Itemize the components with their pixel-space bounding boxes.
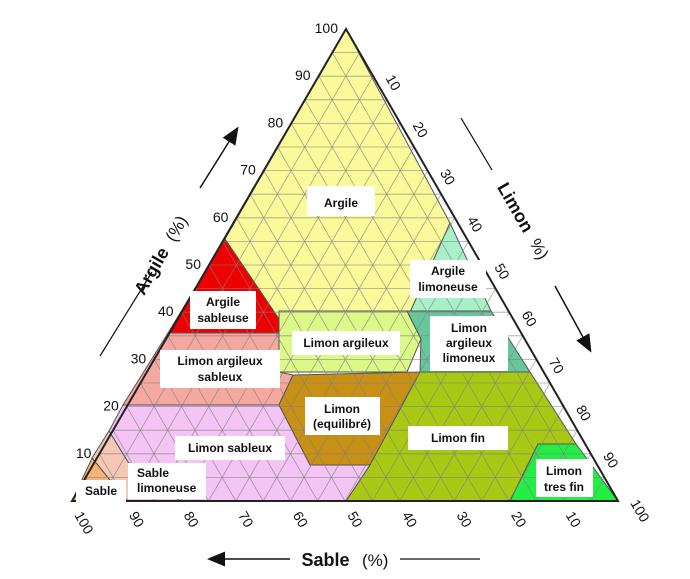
label-argile: Argile bbox=[307, 186, 375, 216]
sable-tick-labels: 100 90 80 70 60 50 40 30 20 10 bbox=[71, 509, 584, 537]
svg-text:tres fin: tres fin bbox=[544, 480, 584, 494]
limon-unit: %) bbox=[525, 235, 552, 262]
argile-tick: 30 bbox=[131, 350, 147, 366]
svg-text:Limon %): Limon %) bbox=[493, 179, 553, 263]
svg-text:Limon: Limon bbox=[451, 321, 487, 335]
label-limon-fin: Limon fin bbox=[408, 426, 508, 450]
argile-axis-line bbox=[99, 271, 153, 357]
svg-text:Sable: Sable bbox=[137, 466, 169, 480]
label-limon-argileux: Limon argileux bbox=[292, 331, 400, 355]
limon-tick: 60 bbox=[519, 308, 541, 330]
svg-text:Argile: Argile bbox=[324, 196, 358, 210]
sable-tick: 70 bbox=[235, 509, 257, 531]
argile-tick: 70 bbox=[240, 162, 256, 178]
sable-title: Sable bbox=[302, 550, 350, 570]
svg-text:argileux: argileux bbox=[446, 336, 492, 350]
argile-tick: 40 bbox=[158, 303, 174, 319]
svg-text:Limon sableux: Limon sableux bbox=[188, 441, 272, 455]
argile-tick: 90 bbox=[295, 67, 311, 83]
limon-arrow bbox=[554, 285, 592, 353]
svg-text:Argile (%): Argile (%) bbox=[130, 212, 191, 298]
label-limon-equilibre: Limon (equilibré) bbox=[305, 397, 380, 435]
argile-axis-title: Argile (%) bbox=[130, 212, 191, 298]
argile-title: Argile bbox=[130, 244, 173, 298]
argile-tick: 100 bbox=[315, 20, 339, 36]
label-sable: Sable bbox=[76, 480, 126, 502]
svg-text:(equilibré): (equilibré) bbox=[313, 417, 371, 431]
limon-tick: 70 bbox=[546, 355, 568, 377]
svg-text:Limon fin: Limon fin bbox=[431, 431, 485, 445]
argile-tick: 20 bbox=[103, 398, 119, 414]
sable-tick: 20 bbox=[508, 509, 530, 531]
sable-tick: 50 bbox=[344, 509, 366, 531]
label-limon-tres-fin: Limon tres fin bbox=[536, 459, 593, 497]
limon-tick: 50 bbox=[491, 261, 513, 283]
label-limon-argileux-limoneux: Limon argileux limoneux bbox=[430, 316, 508, 371]
sable-unit: (%) bbox=[362, 551, 388, 570]
label-limon-argileux-sableux: Limon argileux sableux bbox=[160, 350, 280, 388]
sable-tick: 10 bbox=[563, 509, 585, 531]
svg-text:Limon: Limon bbox=[546, 464, 582, 478]
sable-tick: 90 bbox=[126, 509, 148, 531]
svg-text:limoneuse: limoneuse bbox=[418, 280, 478, 294]
limon-tick: 40 bbox=[464, 213, 486, 235]
label-argile-limoneuse: Argile limoneuse bbox=[410, 260, 486, 298]
sable-tick: 100 bbox=[71, 509, 97, 537]
svg-text:limoneux: limoneux bbox=[443, 351, 496, 365]
svg-text:Argile: Argile bbox=[206, 295, 240, 309]
argile-tick: 80 bbox=[268, 114, 284, 130]
argile-tick: 10 bbox=[76, 445, 92, 461]
argile-tick: 60 bbox=[213, 209, 229, 225]
svg-text:Limon: Limon bbox=[324, 402, 360, 416]
label-limon-sableux: Limon sableux bbox=[175, 436, 285, 460]
label-argile-sableuse: Argile sableuse bbox=[190, 291, 256, 329]
limon-tick: 100 bbox=[627, 497, 653, 525]
svg-text:Argile: Argile bbox=[431, 264, 465, 278]
sable-tick: 60 bbox=[290, 509, 312, 531]
limon-tick: 10 bbox=[383, 72, 405, 94]
label-sable-limoneuse: Sable limoneuse bbox=[128, 463, 206, 499]
svg-text:Sable: Sable bbox=[85, 484, 117, 498]
argile-tick-labels: 10 20 30 40 50 60 70 80 90 100 bbox=[76, 20, 338, 461]
svg-text:Limon argileux: Limon argileux bbox=[303, 336, 389, 350]
sable-tick: 30 bbox=[454, 509, 476, 531]
argile-arrow bbox=[199, 126, 239, 189]
limon-title: Limon bbox=[493, 179, 537, 236]
limon-tick: 30 bbox=[437, 166, 459, 188]
svg-text:sableuse: sableuse bbox=[197, 311, 249, 325]
svg-text:limoneuse: limoneuse bbox=[137, 481, 197, 495]
sable-axis-title: Sable (%) bbox=[302, 550, 389, 570]
svg-text:sableux: sableux bbox=[198, 370, 243, 384]
limon-tick: 20 bbox=[410, 119, 432, 141]
limon-tick: 90 bbox=[600, 449, 622, 471]
argile-tick: 50 bbox=[185, 256, 201, 272]
limon-axis-title: Limon %) bbox=[493, 179, 553, 263]
zone-labels: Argile Argile sableuse Argile limoneuse … bbox=[76, 186, 593, 502]
argile-unit: (%) bbox=[162, 212, 192, 244]
sable-tick: 40 bbox=[399, 509, 421, 531]
limon-tick: 80 bbox=[573, 402, 595, 424]
sable-tick: 80 bbox=[181, 509, 203, 531]
limon-axis-line bbox=[460, 117, 493, 171]
svg-text:Limon argileux: Limon argileux bbox=[177, 354, 263, 368]
